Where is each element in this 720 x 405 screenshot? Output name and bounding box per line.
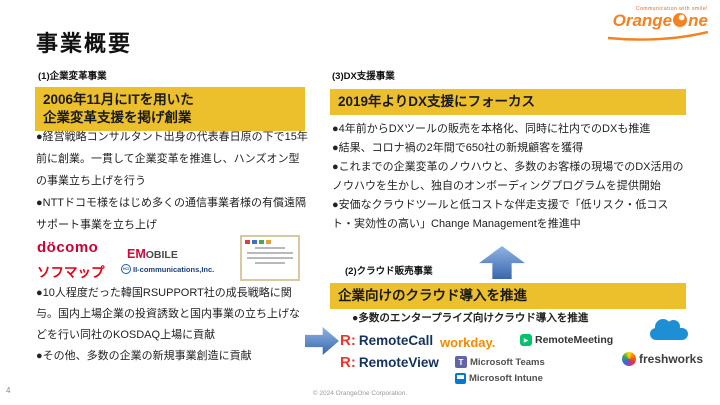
logo-tagline: Communication with smile! bbox=[636, 6, 708, 12]
certificate-thumbnail bbox=[240, 235, 300, 281]
orange-circle-icon bbox=[673, 13, 688, 27]
section3-body: ●4年前からDXツールの販売を本格化、同時に社内でのDXも推進 ●結果、コロナ禍… bbox=[332, 120, 688, 234]
section1-label: (1)企業変革事業 bbox=[38, 71, 107, 82]
microsoft-teams-logo: T Microsoft Teams bbox=[455, 356, 545, 368]
section3-label: (3)DX支援事業 bbox=[332, 71, 395, 82]
page-number: 4 bbox=[6, 386, 11, 395]
section2-bullet: ●多数のエンタープライズ向けクラウド導入を推進 bbox=[352, 312, 589, 324]
section1-heading: 2006年11月にITを用いた 企業変革支援を掲げ創業 bbox=[35, 87, 305, 131]
logo-wordmark: Orange ne bbox=[608, 11, 708, 31]
freshworks-logo: freshworks bbox=[622, 352, 703, 366]
copyright: © 2024 OrangeOne Corporation. bbox=[312, 390, 408, 397]
bullet: ●10人程度だった韓国RSUPPORT社の成長戦略に関与。国内上場企業の投資誘致… bbox=[36, 287, 300, 341]
arrow-up-icon bbox=[479, 246, 525, 279]
section1-heading-line1: 2006年11月にITを用いた bbox=[43, 92, 194, 107]
freshworks-icon bbox=[622, 352, 636, 366]
intune-icon bbox=[455, 373, 466, 384]
logo-text-ne: ne bbox=[688, 11, 708, 30]
workday-logo: workday. bbox=[440, 335, 496, 350]
microsoft-intune-logo: Microsoft Intune bbox=[455, 373, 543, 384]
certificate-header bbox=[245, 240, 295, 244]
rsupport-mark-icon: R: bbox=[340, 332, 356, 349]
section1-heading-line2: 企業変革支援を掲げ創業 bbox=[43, 109, 192, 125]
page-title: 事業概要 bbox=[36, 31, 133, 56]
sofmap-logo: ソフマップ bbox=[37, 265, 105, 280]
remotemeeting-logo: ▶ RemoteMeeting bbox=[520, 334, 613, 346]
remoteview-logo: R: RemoteView bbox=[340, 354, 439, 371]
bullet: ●経営戦略コンサルタント出身の代表春日原の下で15年前に創業。一貫して企業変革を… bbox=[36, 131, 308, 187]
section2-label: (2)クラウド販売事業 bbox=[345, 266, 433, 277]
arrow-right-icon bbox=[305, 327, 339, 355]
hci-circle-icon: HCI bbox=[121, 264, 131, 274]
bullet: ●その他、多数の企業の新規事業創造に貢献 bbox=[36, 350, 252, 362]
bullet: ●安価なクラウドツールと低コストな伴走支援で「低リスク・低コスト・実効性の高い」… bbox=[332, 199, 669, 230]
section1-body: ●経営戦略コンサルタント出身の代表春日原の下で15年前に創業。一貫して企業変革を… bbox=[36, 126, 308, 236]
docomo-logo: döcomo bbox=[37, 239, 99, 256]
remotemeeting-icon: ▶ bbox=[520, 334, 532, 346]
logo-text-orange: Orange bbox=[612, 11, 673, 30]
remotecall-logo: R: RemoteCall bbox=[340, 332, 434, 349]
logo-swoosh-icon bbox=[608, 30, 708, 41]
communications-label: II-communications,Inc. bbox=[133, 264, 215, 274]
orangeone-logo: Communication with smile! Orange ne bbox=[608, 6, 708, 41]
section3-heading: 2019年よりDX支援にフォーカス bbox=[330, 89, 686, 115]
rsupport-mark-icon: R: bbox=[340, 354, 356, 371]
section1-body2: ●10人程度だった韓国RSUPPORT社の成長戦略に関与。国内上場企業の投資誘致… bbox=[36, 283, 308, 367]
section2-heading: 企業向けのクラウド導入を推進 bbox=[330, 283, 686, 309]
teams-icon: T bbox=[455, 356, 467, 368]
communications-logo: HCI II-communications,Inc. bbox=[121, 264, 214, 274]
bullet: ●NTTドコモ様をはじめ多くの通信事業者様の有償遠隔サポート事業を立ち上げ bbox=[36, 197, 307, 231]
emobile-logo: EMOBILE bbox=[127, 247, 178, 261]
bullet: ●4年前からDXツールの販売を本格化、同時に社内でのDXも推進 bbox=[332, 123, 651, 135]
cloud-icon bbox=[650, 314, 690, 340]
bullet: ●結果、コロナ禍の2年間で650社の新規顧客を獲得 bbox=[332, 142, 584, 154]
bullet: ●これまでの企業変革のノウハウと、多数のお客様の現場でのDX活用のノウハウを生か… bbox=[332, 161, 684, 192]
